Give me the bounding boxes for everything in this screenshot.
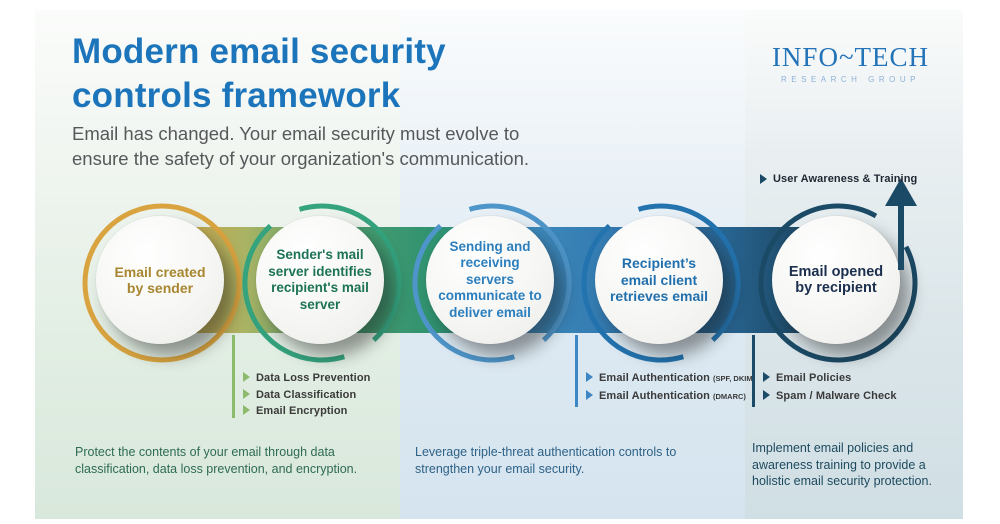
- annotation-label: User Awareness & Training: [773, 173, 918, 185]
- logo-tagline: RESEARCH GROUP: [780, 75, 920, 84]
- list-item-suffix: (SPF, DKIM): [713, 374, 756, 383]
- bullet-group-authentication-controls: Email Authentication (SPF, DKIM) Email A…: [575, 335, 755, 407]
- bullet-group-content-controls: Data Loss Prevention Data Classification…: [232, 335, 370, 418]
- list-item-label: Email Authentication: [599, 390, 710, 402]
- step-label: Recipient’s email client retrieves email: [609, 255, 709, 305]
- list-item-label: Data Loss Prevention: [256, 372, 371, 384]
- step-label: Sending and receiving servers communicat…: [438, 238, 542, 320]
- arrow-bullet-icon: [243, 405, 250, 415]
- list-item: Spam / Malware Check: [763, 389, 897, 407]
- arrow-bullet-icon: [243, 388, 250, 399]
- step-disc: Sending and receiving servers communicat…: [426, 216, 554, 344]
- step-disc: Email opened by recipient: [772, 216, 900, 344]
- list-item: Data Loss Prevention: [243, 371, 370, 388]
- step-label: Sender's mail server identifies recipien…: [268, 247, 372, 312]
- page-subtitle: Email has changed. Your email security m…: [72, 121, 529, 171]
- list-item: Email Authentication (SPF, DKIM): [586, 371, 755, 389]
- arrow-bullet-icon: [763, 390, 770, 400]
- title-line-2: controls framework: [72, 76, 401, 115]
- arrow-bullet-icon: [586, 390, 593, 400]
- step-ring-icon: [242, 203, 402, 363]
- step-label: Email opened by recipient: [788, 263, 884, 297]
- list-item: Data Classification: [243, 388, 370, 405]
- step-ring-icon: [581, 203, 741, 363]
- step-disc: Sender's mail server identifies recipien…: [256, 216, 384, 344]
- list-item-label: Data Classification: [256, 388, 357, 401]
- step-node-sender-server: Sender's mail server identifies recipien…: [237, 198, 407, 368]
- step-disc: Recipient’s email client retrieves email: [595, 216, 723, 344]
- page-title: Modern email security controls framework: [72, 30, 446, 118]
- up-arrow-icon: [885, 178, 917, 270]
- arrow-bullet-icon: [586, 372, 593, 382]
- accent-bar: [232, 335, 235, 418]
- step-node-servers-communicate: Sending and receiving servers communicat…: [407, 198, 577, 368]
- step-node-email-created: Email created by sender: [77, 198, 247, 368]
- subtitle-line-2: ensure the safety of your organization's…: [72, 148, 530, 169]
- accent-bar: [752, 335, 755, 407]
- step-disc: Email created by sender: [96, 216, 224, 344]
- logo-wordmark: INFO~TECH: [771, 42, 930, 72]
- subtitle-line-1: Email has changed. Your email security m…: [72, 123, 520, 144]
- list-item: Email Encryption: [243, 404, 370, 421]
- user-awareness-annotation: User Awareness & Training: [760, 173, 917, 185]
- bullet-group-policy-controls: Email Policies Spam / Malware Check: [752, 335, 897, 407]
- arrow-bullet-icon: [760, 174, 767, 184]
- footnote-authentication: Leverage triple-threat authentication co…: [415, 445, 677, 476]
- list-item: Email Policies: [763, 371, 897, 389]
- list-item-label: Spam / Malware Check: [776, 390, 897, 402]
- arrow-bullet-icon: [243, 372, 250, 382]
- step-ring-icon: [412, 203, 572, 363]
- step-node-email-opened: Email opened by recipient: [753, 198, 923, 368]
- accent-bar: [575, 335, 578, 407]
- list-item-label: Email Encryption: [256, 405, 348, 417]
- step-ring-icon: [758, 203, 918, 363]
- step-ring-icon: [82, 203, 242, 363]
- footnote-content-protection: Protect the contents of your email throu…: [75, 445, 358, 476]
- arrow-bullet-icon: [763, 372, 770, 382]
- list-item: Email Authentication (DMARC): [586, 389, 755, 407]
- list-item-label: Email Authentication: [599, 372, 710, 384]
- title-line-1: Modern email security: [72, 32, 446, 71]
- list-item-label: Email Policies: [776, 372, 852, 384]
- step-label: Email created by sender: [114, 263, 206, 297]
- list-item-suffix: (DMARC): [713, 392, 746, 401]
- step-node-recipient-client: Recipient’s email client retrieves email: [576, 198, 746, 368]
- infotech-logo: INFO~TECH RESEARCH GROUP: [763, 42, 938, 84]
- footnote-policies: Implement email policies and awareness t…: [752, 441, 932, 488]
